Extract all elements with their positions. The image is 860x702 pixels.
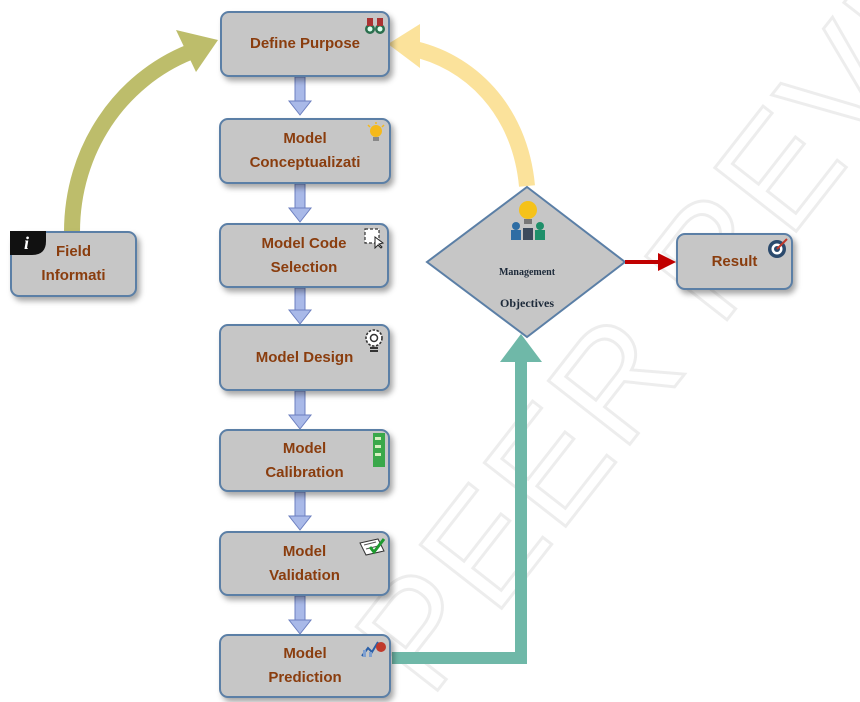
step-label: Model Code Selection bbox=[261, 234, 347, 276]
step-model-conceptualization: Model Conceptualizati bbox=[219, 118, 391, 184]
watermark: PEER REVIEW bbox=[321, 0, 860, 702]
team-idea-icon bbox=[511, 201, 545, 240]
field-information-box: Field Informati i bbox=[10, 231, 137, 297]
decision-line-1: Management bbox=[498, 267, 556, 278]
prediction-arrow bbox=[392, 334, 542, 664]
step-model-validation: Model Validation bbox=[219, 531, 390, 596]
step-label: Model Validation bbox=[269, 542, 340, 584]
step-label: Define Purpose bbox=[249, 35, 361, 52]
down-arrow bbox=[287, 76, 313, 116]
step-label: Model Design bbox=[255, 348, 354, 366]
step-model-prediction: Model Prediction bbox=[219, 634, 391, 698]
feedback-arrow bbox=[388, 24, 535, 187]
result-arrow bbox=[625, 253, 676, 271]
checklist-icon bbox=[359, 538, 386, 556]
management-objectives-label: Management Objectives bbox=[477, 249, 577, 329]
gear-bulb-icon bbox=[365, 329, 383, 352]
green-meter-icon bbox=[373, 433, 385, 467]
cursor-select-icon bbox=[364, 228, 385, 249]
step-label: Model Prediction bbox=[268, 645, 342, 686]
field-information-label: Field Informati bbox=[41, 243, 106, 284]
lightbulb-icon bbox=[367, 122, 385, 141]
step-model-design: Model Design bbox=[219, 324, 390, 391]
step-label: Model Calibration bbox=[265, 439, 344, 481]
svg-text:i: i bbox=[24, 233, 29, 253]
field-info-arrow bbox=[64, 30, 218, 233]
decision-diamond bbox=[425, 185, 627, 339]
down-arrow bbox=[287, 595, 313, 635]
svg-text:PEER REVIEW: PEER REVIEW bbox=[323, 0, 860, 702]
result-label: Result bbox=[711, 252, 758, 270]
binoculars-icon bbox=[365, 18, 385, 34]
target-icon bbox=[768, 238, 788, 258]
down-arrow bbox=[287, 183, 313, 223]
decision-line-2: Objectives bbox=[500, 296, 554, 310]
chart-trend-icon bbox=[361, 641, 386, 657]
step-model-code-selection: Model Code Selection bbox=[219, 223, 389, 288]
info-icon: i bbox=[10, 231, 46, 255]
down-arrow bbox=[287, 390, 313, 430]
result-box: Result bbox=[676, 233, 793, 290]
down-arrow bbox=[287, 491, 313, 531]
step-label: Model Conceptualizati bbox=[249, 130, 361, 171]
step-define-purpose: Define Purpose bbox=[220, 11, 390, 77]
down-arrow bbox=[287, 287, 313, 325]
step-model-calibration: Model Calibration bbox=[219, 429, 390, 492]
